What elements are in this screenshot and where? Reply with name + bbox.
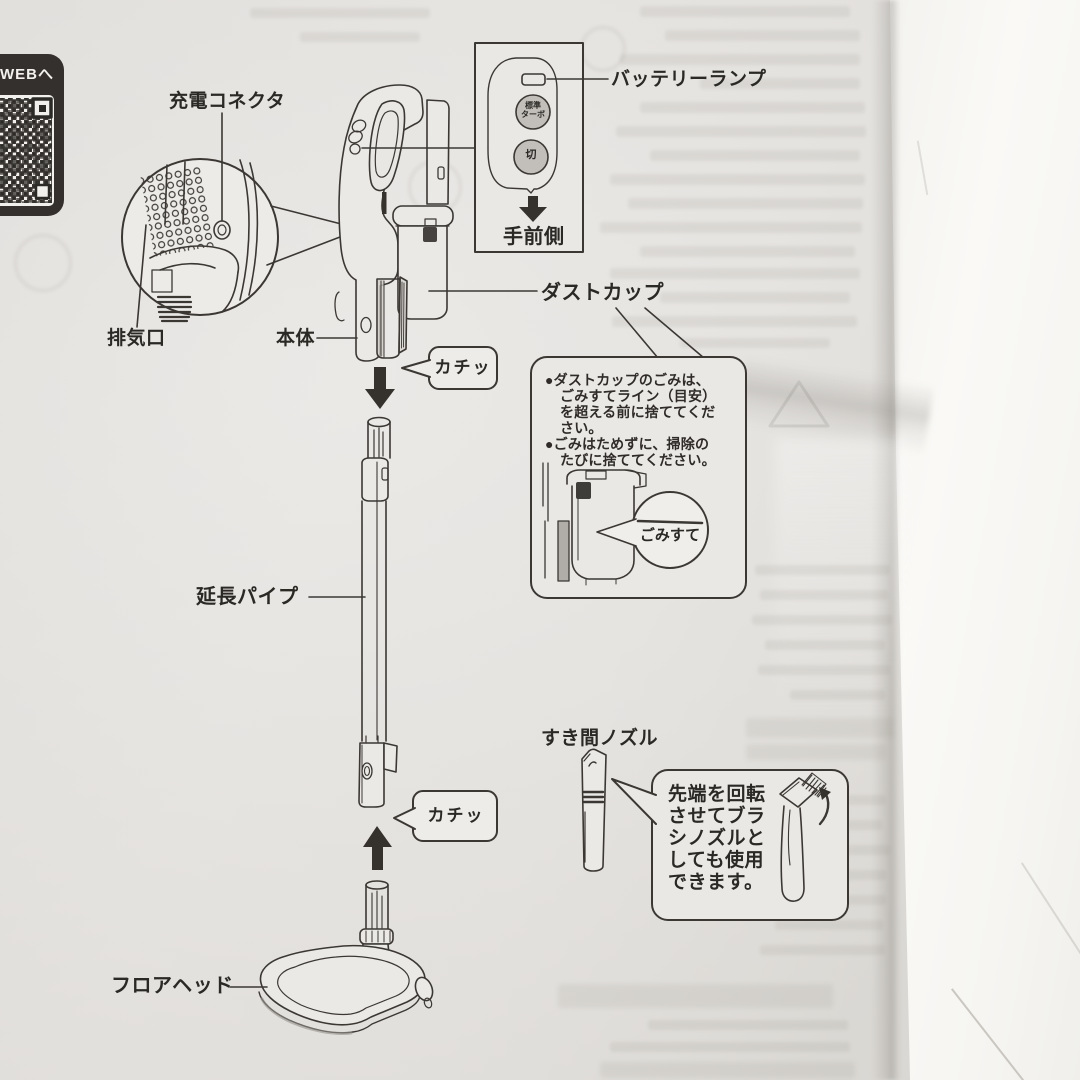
label-crevice-nozzle: すき間ノズル [541, 728, 659, 749]
note-line: 先端を回転 [668, 784, 766, 805]
rotate-note-bubble [611, 769, 849, 921]
label-battery-lamp: バッテリーランプ [611, 69, 767, 90]
label-extension-pipe: 延長パイプ [196, 586, 299, 608]
brush-nozzle-drawing [779, 772, 831, 902]
note-line: シノズルと [668, 828, 766, 849]
note-line: ●ダストカップのごみは、 [545, 372, 710, 388]
exhaust-port-dots [140, 165, 214, 257]
mode-button-label-1: 標準 [525, 101, 541, 110]
click-sound-callout: カチッ [434, 358, 492, 377]
label-charge-connector: 充電コネクタ [169, 91, 286, 112]
label-floor-head: フロアヘッド [111, 975, 234, 997]
page-edge-shadow [872, 0, 900, 1080]
note-line: させてブラ [668, 806, 766, 827]
web-tab-label: WEBへ [0, 66, 54, 83]
mode-button-label-2: ターボ [521, 110, 545, 119]
dust-line-label: ごみすて [639, 527, 701, 544]
note-line: を超える前に捨ててくだ [560, 404, 716, 420]
off-button-shape [513, 139, 549, 175]
floor-head-drawing [229, 880, 434, 1035]
control-panel-box [474, 42, 609, 253]
crevice-nozzle-drawing [581, 748, 607, 872]
note-line: できます。 [668, 872, 764, 893]
vacuum-body-drawing [316, 84, 538, 362]
paper-fold-highlight [775, 438, 905, 718]
label-exhaust-port: 排気口 [107, 328, 166, 349]
mode-button-shape [515, 94, 551, 130]
label-front-side: 手前側 [503, 226, 565, 248]
label-main-body: 本体 [276, 328, 316, 349]
nozzle-band-detail [582, 790, 605, 804]
dust-cup-note-box [530, 307, 747, 599]
note-pointer-lines [615, 307, 705, 359]
bleedthrough-triangle-ghost [768, 380, 830, 428]
note-bold-term: ごみすて [560, 388, 617, 404]
note-line: しても使用 [668, 850, 764, 871]
label-dust-cup: ダストカップ [541, 282, 664, 304]
note-line: さい。 [560, 420, 603, 436]
up-arrow-icon [363, 826, 392, 870]
note-line: たびに捨ててください。 [560, 452, 716, 468]
note-line-rest: ライン（目安） [616, 388, 717, 404]
battery-lamp-indicator [521, 73, 546, 86]
exhaust-port-leader-line [136, 224, 147, 328]
dust-cup-drawing [542, 462, 647, 586]
note-line: ●ごみはためずに、掃除の [545, 436, 710, 452]
qr-code [0, 54, 64, 216]
click-bubble-1 [401, 346, 498, 390]
magnifier-circle [121, 112, 354, 328]
click-bubble-2 [393, 790, 498, 842]
page-under-surface [890, 0, 1080, 1080]
gomisute-magnifier [596, 491, 709, 569]
down-arrow-icon [519, 196, 547, 222]
coil-detail [156, 295, 193, 323]
extension-pipe-drawing [308, 416, 398, 808]
off-button-label: 切 [525, 149, 537, 161]
body-lamp-detail [349, 143, 361, 155]
click-sound-callout: カチッ [427, 806, 485, 825]
note-line: ごみすてライン（目安） [560, 389, 716, 403]
down-arrow-icon [365, 367, 395, 409]
dust-line-mark [636, 519, 704, 525]
